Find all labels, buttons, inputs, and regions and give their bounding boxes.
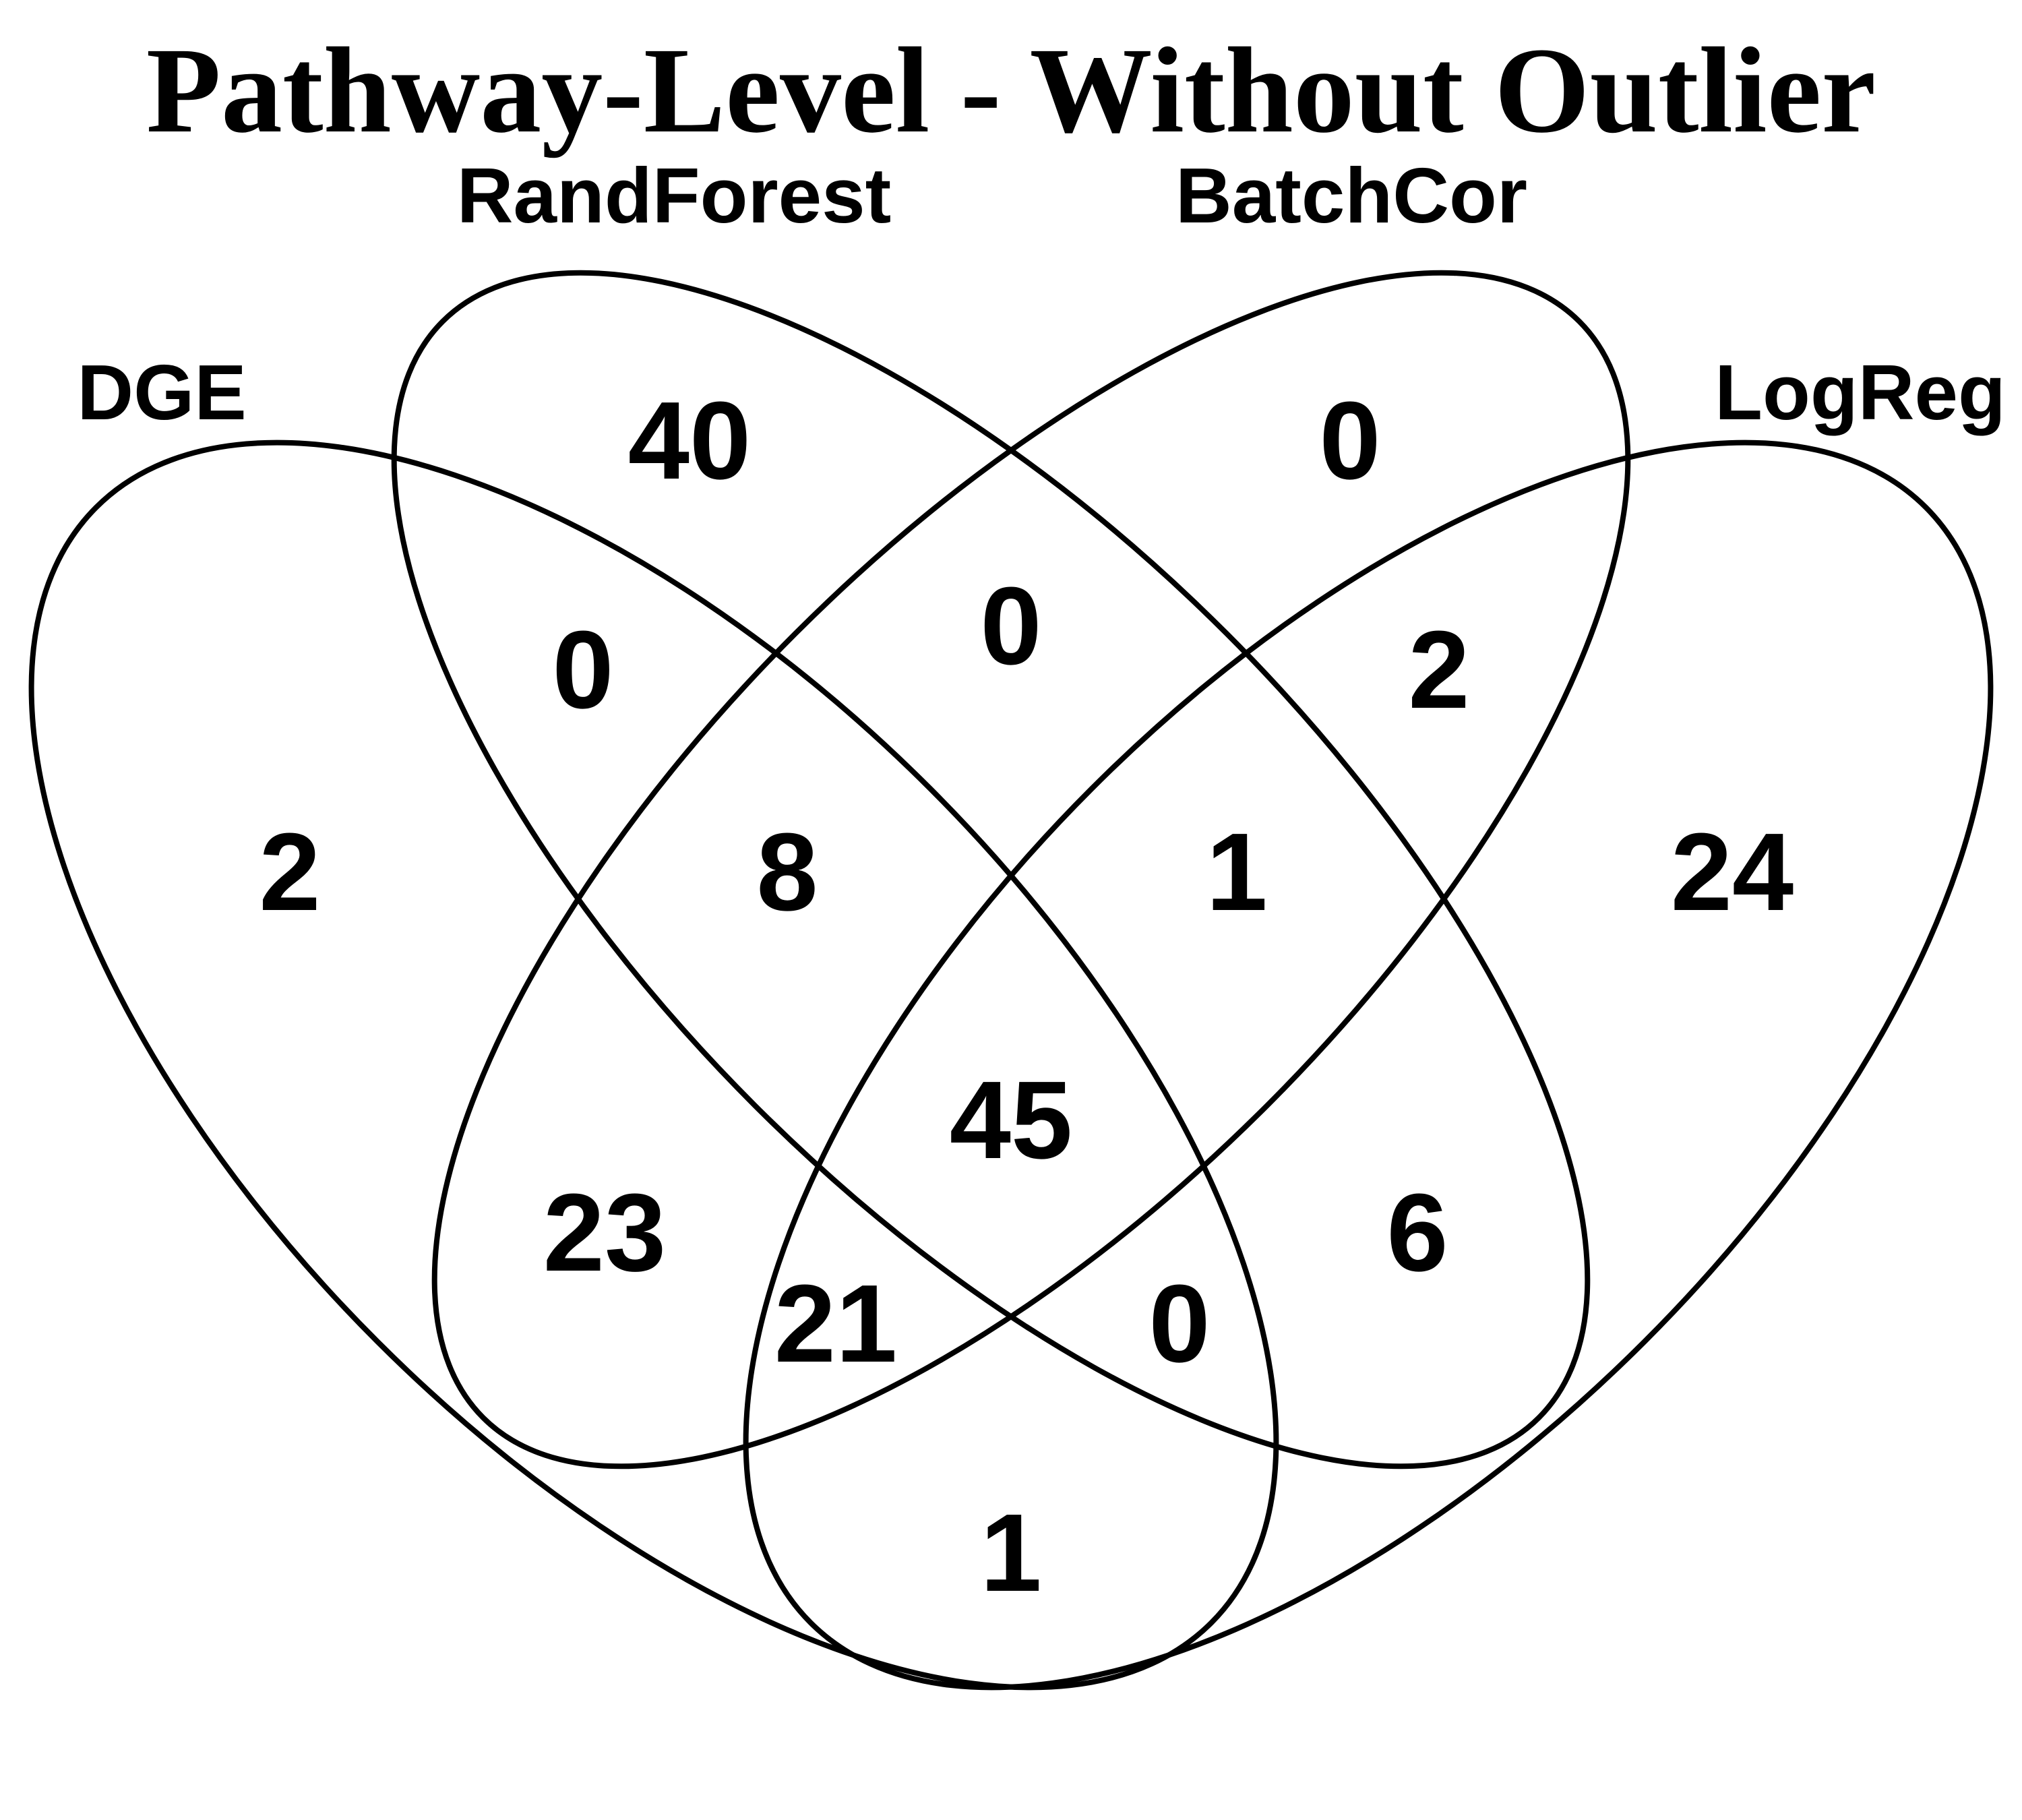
- logreg-ellipse: [743, 439, 1994, 1691]
- set-label-randforest: RandForest: [457, 152, 892, 239]
- batchcor-ellipse: [431, 270, 1631, 1469]
- set-label-batchcor: BatchCor: [1175, 152, 1527, 239]
- randforest-ellipse: [391, 270, 1591, 1469]
- count-batchcor-logreg: 2: [1408, 608, 1469, 731]
- count-dge-randforest-logreg: 0: [1148, 1262, 1210, 1385]
- set-label-logreg: LogReg: [1715, 348, 2006, 436]
- set-label-dge: DGE: [77, 348, 246, 436]
- dge-ellipse: [28, 439, 1279, 1691]
- count-randforest-batchcor-logreg: 1: [1206, 810, 1267, 934]
- count-dge-randforest-batchcor: 8: [756, 810, 818, 934]
- count-randforest-only: 40: [628, 379, 751, 502]
- count-dge-batchcor: 23: [543, 1171, 666, 1294]
- region-counts: 40 0 0 0 2 2 8 1 24 45 23 6 21 0 1: [259, 379, 1794, 1614]
- count-batchcor-only: 0: [1319, 379, 1380, 502]
- set-labels: DGE RandForest BatchCor LogReg: [77, 152, 2006, 436]
- set-ellipses: [28, 270, 1994, 1691]
- count-randforest-logreg: 6: [1386, 1171, 1448, 1294]
- count-logreg-only: 24: [1671, 810, 1794, 934]
- count-randforest-batchcor: 0: [980, 564, 1041, 688]
- count-dge-randforest: 0: [552, 608, 613, 731]
- diagram-title: Pathway-Level - Without Outlier: [146, 23, 1876, 158]
- count-dge-logreg: 1: [980, 1491, 1041, 1614]
- count-dge-batchcor-logreg: 21: [774, 1262, 897, 1385]
- count-dge-only: 2: [259, 810, 320, 934]
- count-all-four: 45: [950, 1058, 1072, 1182]
